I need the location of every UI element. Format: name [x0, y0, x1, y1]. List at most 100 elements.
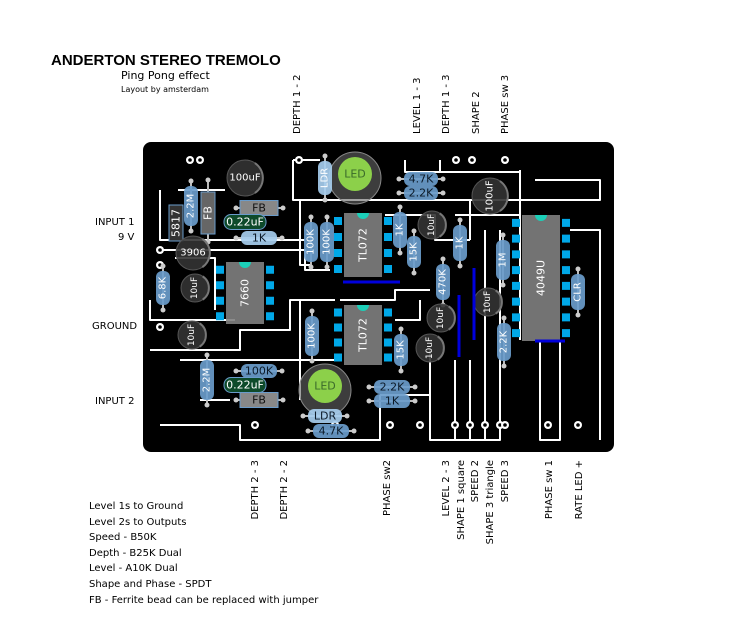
ic-pin — [266, 281, 274, 290]
ic-pin — [334, 353, 342, 362]
capacitor-stripe — [437, 335, 445, 361]
component-label: LDR — [320, 168, 331, 188]
ic-pin — [562, 218, 570, 227]
bottom-connector-label: DEPTH 2 - 2 — [279, 460, 290, 520]
note: FB - Ferrite bead can be replaced with j… — [89, 594, 319, 606]
component-label: FB — [202, 206, 215, 220]
part-fb_bot — [239, 392, 279, 408]
capacitor-stripe — [499, 180, 509, 212]
ic-pin — [334, 217, 342, 225]
bottom-connector-label: SPEED 3 — [500, 460, 511, 502]
capacitor-stripe — [199, 322, 207, 348]
ic-pin — [334, 265, 342, 273]
note: Speed - B50K — [89, 532, 157, 544]
ic-pin — [384, 265, 392, 273]
lead-end — [366, 398, 372, 404]
ic-pin — [334, 233, 342, 241]
resistor-res_470k — [436, 264, 450, 300]
component-label: 3906 — [180, 248, 205, 259]
ic-pin — [384, 233, 392, 241]
component-label: 100uF — [229, 173, 260, 184]
led-led_bot — [308, 369, 342, 403]
lead-end — [501, 363, 507, 369]
part-diode — [168, 204, 184, 242]
lead-end — [500, 282, 506, 288]
component-label: 100K — [306, 229, 317, 255]
resistor-res_2m2_a — [184, 186, 198, 226]
resistor-res_15k_a — [407, 236, 421, 268]
top-connector-label: SHAPE 2 — [471, 91, 482, 134]
bottom-connector-label: LEVEL 2 - 3 — [441, 460, 452, 517]
lead-end — [440, 176, 446, 182]
lead-end — [280, 205, 286, 211]
pad-hole — [198, 158, 202, 162]
component-label: 10uF — [427, 214, 437, 236]
lead-end — [412, 398, 418, 404]
capacitor-stripe — [448, 305, 456, 331]
resistor-res_100k_d — [241, 364, 277, 378]
ic-pin — [216, 281, 224, 290]
ground-label: GROUND — [92, 321, 138, 332]
pad-hole — [470, 158, 474, 162]
layout-credit: Layout by amsterdam — [121, 85, 209, 94]
lead-end — [308, 214, 314, 220]
bottom-connector-label: PHASE sw 1 — [544, 460, 555, 519]
resistor-res_100k_a — [304, 222, 318, 262]
lead-end — [397, 204, 403, 210]
lead-end — [233, 397, 239, 403]
ic-notch — [239, 262, 251, 268]
resistor-ldr_bot — [308, 409, 342, 423]
component-label: 2.2M — [202, 368, 213, 393]
resistor-res_2k2_c — [374, 380, 410, 394]
resistor-res_6k8 — [156, 271, 170, 305]
note: Level - A10K Dual — [89, 563, 178, 575]
lead-end — [279, 368, 285, 374]
ic-pin — [562, 266, 570, 275]
component-label: 1K — [385, 395, 400, 408]
ic-ic_7660 — [226, 262, 264, 324]
pad-hole — [483, 423, 487, 427]
capacitor-stripe — [439, 212, 447, 238]
ic-pin — [384, 249, 392, 257]
capacitor-stripe — [202, 275, 210, 301]
bottom-connector-label: SPEED 2 — [470, 460, 481, 502]
pad-hole — [188, 158, 192, 162]
ic-pin — [216, 265, 224, 274]
pad-hole — [418, 423, 422, 427]
notes-list: Level 1s to Ground Level 2s to Outputs S… — [89, 499, 318, 608]
lead-end — [351, 428, 357, 434]
component-label: 0.22uF — [226, 216, 264, 229]
lead-end — [398, 326, 404, 332]
component-label: 10uF — [187, 324, 197, 346]
ic-pin — [512, 234, 520, 243]
component-label: 1M — [498, 253, 509, 268]
lead-end — [575, 312, 581, 318]
power-label: 9 V — [118, 232, 135, 243]
component-label: 4049U — [535, 260, 548, 296]
lead-end — [411, 228, 417, 234]
ic-pin — [266, 312, 274, 321]
pad-hole — [503, 158, 507, 162]
top-connector-label: DEPTH 1 - 2 — [292, 74, 303, 134]
lead-end — [457, 263, 463, 269]
lead-end — [500, 232, 506, 238]
ic-pin — [562, 297, 570, 306]
lead-end — [233, 205, 239, 211]
component-label: 100K — [322, 229, 333, 255]
component-label: 100K — [245, 365, 274, 378]
component-label: FB — [252, 202, 266, 215]
ic-pin — [384, 217, 392, 225]
component-label: 2.2K — [380, 381, 405, 394]
lead-end — [300, 413, 306, 419]
note: Depth - B25K Dual — [89, 547, 182, 559]
lead-end — [457, 217, 463, 223]
lead-end — [160, 307, 166, 313]
note: Level 1s to Ground — [89, 501, 184, 512]
lead-end — [204, 402, 210, 408]
resistor-res_100k_b — [320, 222, 334, 262]
ic-notch — [357, 305, 369, 311]
component-label: CLR — [573, 282, 584, 302]
pad-hole — [576, 423, 580, 427]
resistor-res_100k_c — [305, 316, 319, 356]
